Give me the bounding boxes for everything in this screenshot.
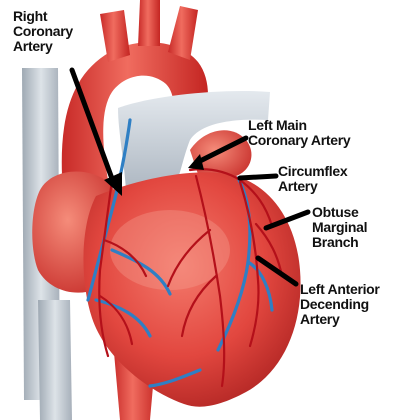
label-line: Coronary <box>13 23 73 39</box>
label-line: Right <box>13 8 47 24</box>
label-line: Artery <box>13 38 52 54</box>
left-carotid-artery <box>138 0 160 46</box>
label-line: Coronary Artery <box>248 132 350 148</box>
label-circumflex-artery: Circumflex Artery <box>278 164 347 194</box>
label-line: Circumflex <box>278 163 347 179</box>
label-line: Decending <box>300 296 369 312</box>
label-line: Artery <box>300 311 339 327</box>
label-obtuse-marginal-branch: Obtuse Marginal Branch <box>312 205 367 250</box>
inferior-vena-cava <box>38 300 72 420</box>
label-left-main-coronary-artery: Left Main Coronary Artery <box>248 118 350 148</box>
label-left-anterior-decending-artery: Left Anterior Decending Artery <box>300 282 380 327</box>
label-line: Branch <box>312 234 358 250</box>
pointer-circumflex <box>240 176 276 178</box>
left-subclavian-artery <box>168 6 198 60</box>
label-right-coronary-artery: Right Coronary Artery <box>13 9 73 54</box>
label-line: Left Main <box>248 117 307 133</box>
label-line: Obtuse <box>312 204 358 220</box>
label-line: Artery <box>278 178 317 194</box>
brachiocephalic-artery <box>100 10 130 62</box>
label-line: Left Anterior <box>300 281 380 297</box>
label-line: Marginal <box>312 219 367 235</box>
